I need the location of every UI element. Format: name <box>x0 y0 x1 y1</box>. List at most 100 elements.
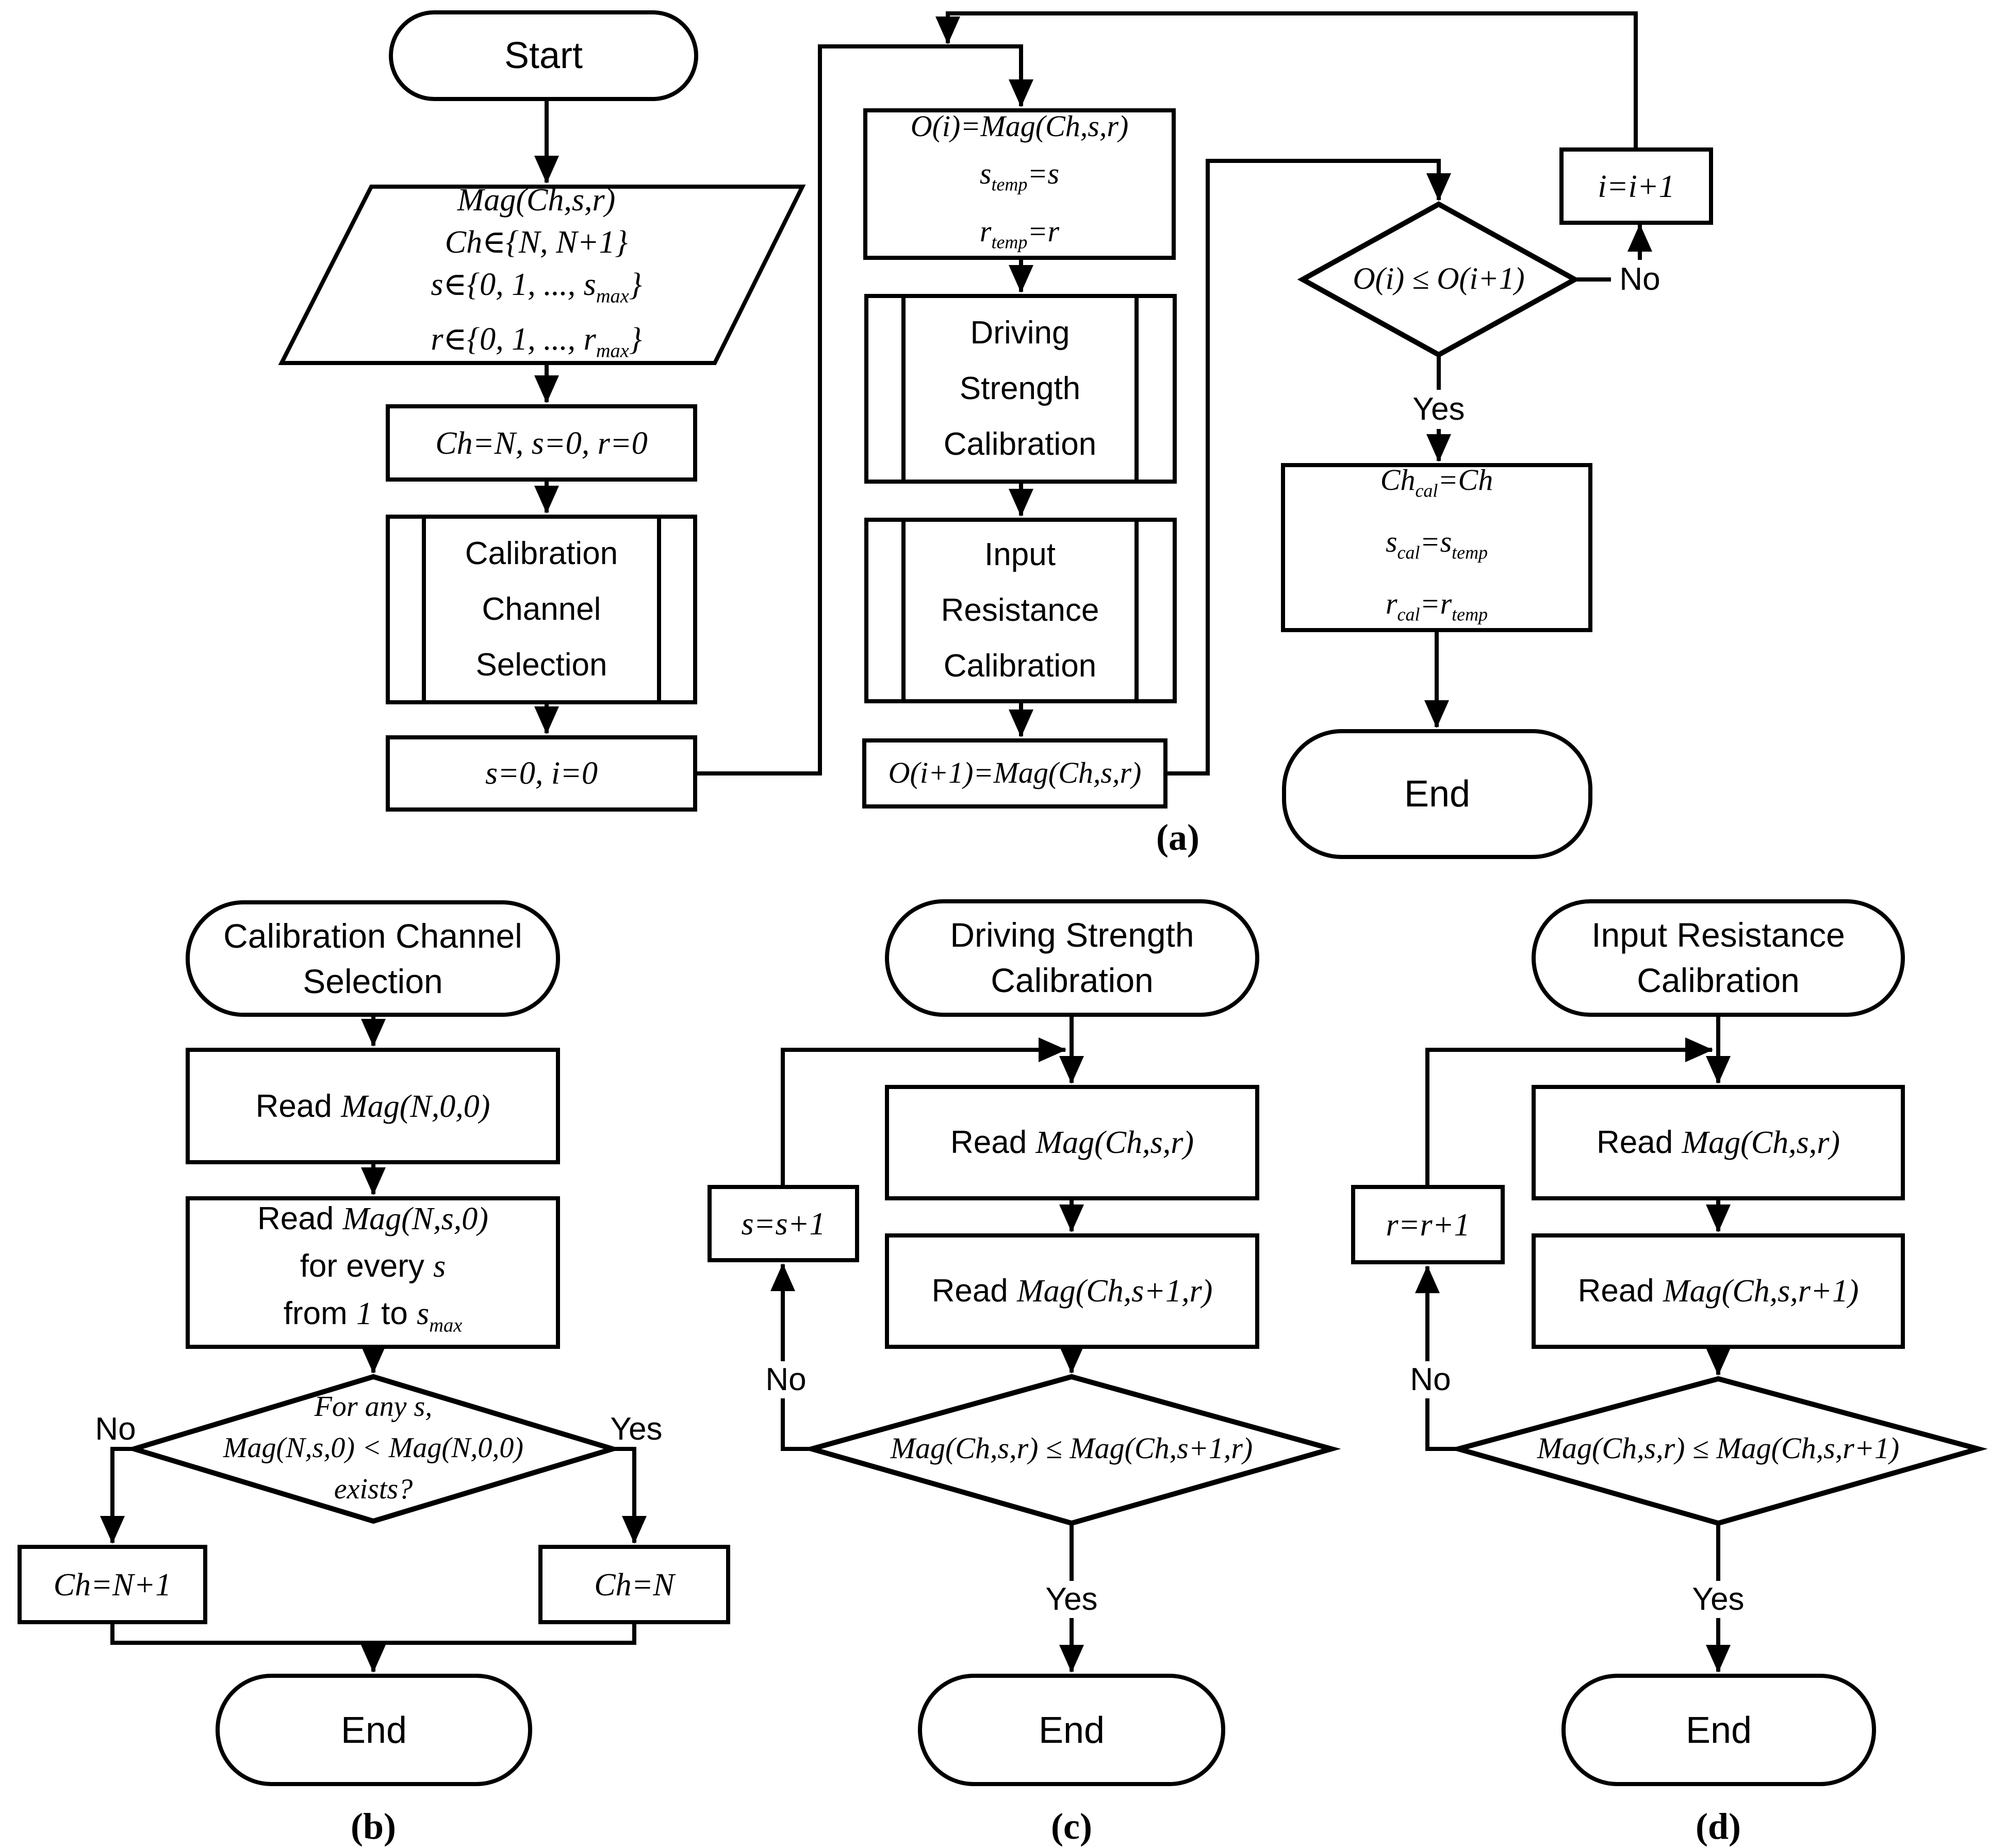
c-end-label: End <box>1038 1708 1105 1751</box>
a-input-line4-sub: max <box>596 340 629 362</box>
c-read2-verb: Read <box>931 1273 1017 1309</box>
d-read2-expr: Mag(Ch,s,r+1) <box>1663 1273 1859 1309</box>
b-flow-no-chn1 <box>100 1447 134 1544</box>
a-end-label: End <box>1404 772 1471 815</box>
c-read1-expr: Mag(Ch,s,r) <box>1035 1124 1194 1160</box>
b-decision-line2: Mag(N,s,0) < Mag(N,0,0) <box>223 1432 524 1464</box>
b-flow-yes-chn <box>613 1447 647 1544</box>
b-read2-label: Read Mag(N,s,0) for every s from 1 to sm… <box>188 1198 558 1347</box>
c-read2-expr: Mag(Ch,s+1,r) <box>1017 1273 1213 1309</box>
a-record-line3-sub: temp <box>991 231 1028 252</box>
b-decision-label: For any s, Mag(N,s,0) < Mag(N,0,0) exist… <box>155 1387 592 1511</box>
d-read2-label: Read Mag(Ch,s,r+1) <box>1534 1235 1903 1347</box>
c-title-label: Driving Strength Calibration <box>887 901 1257 1015</box>
a-assign-line3-var: r <box>1385 587 1397 621</box>
b-read1-label: Read Mag(N,0,0) <box>188 1050 558 1162</box>
a-dsc-subroutine <box>864 294 1177 484</box>
b-read2-line3: from 1 to smax <box>188 1290 558 1350</box>
a-assign-line2-var: s <box>1385 526 1397 559</box>
a-input-line4: r∈{0, 1, ..., rmax} <box>309 318 763 372</box>
c-increment-label: s=s+1 <box>741 1205 826 1241</box>
a-assign-line3-sub: cal <box>1397 604 1420 625</box>
b-read1-verb: Read <box>255 1087 341 1124</box>
c-flow-no-increment <box>770 1263 812 1451</box>
a-decision-label: O(i) ≤ O(i+1) <box>1353 262 1525 296</box>
a-start-terminator <box>389 10 698 101</box>
d-end-label: End <box>1685 1708 1752 1751</box>
d-title-label: Input Resistance Calibration <box>1534 901 1903 1015</box>
c-read2-line: Read Mag(Ch,s+1,r) <box>887 1273 1257 1310</box>
a-panel-label: (a) <box>1156 817 1199 858</box>
a-irc-label: Input Resistance Calibration <box>903 520 1137 701</box>
c-decision-label: Mag(Ch,s,r) ≤ Mag(Ch,s+1,r) <box>890 1432 1253 1465</box>
a-assign-line2-sub2: temp <box>1452 542 1488 563</box>
a-ccs-label: Calibration Channel Selection <box>424 517 659 702</box>
d-title-line2: Calibration <box>1637 961 1800 999</box>
a-ccs-line3: Selection <box>475 647 607 683</box>
a-assign-line1-var: Ch <box>1380 464 1416 498</box>
a-increment-process <box>1559 147 1713 225</box>
a-assign-line3-sub2: temp <box>1452 604 1488 625</box>
a-record-line1: O(i)=Mag(Ch,s,r) <box>910 110 1129 143</box>
a-record-line2: stemp=s <box>865 150 1174 208</box>
d-read2-verb: Read <box>1577 1273 1664 1309</box>
a-input-line3-sub: max <box>596 286 629 307</box>
a-init2-label: s=0, i=0 <box>485 755 598 791</box>
d-end-terminator <box>1561 1674 1876 1786</box>
a-irc-line1: Input <box>984 536 1056 572</box>
a-input-line3: s∈{0, 1, ..., smax} <box>309 263 763 318</box>
b-read2-line3-one: 1 <box>356 1295 372 1331</box>
a-assign-line1-sub: cal <box>1415 481 1438 502</box>
a-flow-loopback <box>935 11 1638 150</box>
a-irc-subroutine <box>864 518 1177 703</box>
d-no-label: No <box>1402 1361 1459 1398</box>
d-flow-no-increment <box>1415 1265 1458 1451</box>
a-assign-line1: Chcal=Ch <box>1283 455 1590 517</box>
b-title-label: Calibration Channel Selection <box>188 902 558 1015</box>
c-increment-process <box>708 1185 859 1262</box>
c-title-line1: Driving Strength <box>950 916 1194 954</box>
a-assign-line2: scal=stemp <box>1283 517 1590 579</box>
d-read1-line: Read Mag(Ch,s,r) <box>1534 1124 1903 1161</box>
a-start-label: Start <box>504 34 583 76</box>
c-read1-process <box>885 1085 1259 1200</box>
b-read1-process <box>186 1048 560 1164</box>
b-flow-merge <box>110 1622 636 1645</box>
b-read2-line2: for every s <box>188 1243 558 1290</box>
c-title-line2: Calibration <box>991 961 1154 999</box>
b-read1-expr: Mag(N,0,0) <box>341 1087 490 1124</box>
c-read1-label: Read Mag(Ch,s,r) <box>887 1087 1257 1198</box>
b-read1-line: Read Mag(N,0,0) <box>188 1087 558 1125</box>
d-decision-label: Mag(Ch,s,r) ≤ Mag(Ch,s,r+1) <box>1537 1432 1900 1465</box>
b-yes-label: Yes <box>610 1411 663 1447</box>
c-read1-verb: Read <box>950 1124 1036 1160</box>
a-flow-init2-record <box>695 44 1033 776</box>
d-read1-expr: Mag(Ch,s,r) <box>1682 1124 1840 1160</box>
c-read2-label: Read Mag(Ch,s+1,r) <box>887 1235 1257 1347</box>
d-read2-line: Read Mag(Ch,s,r+1) <box>1534 1273 1903 1310</box>
a-yes-label: Yes <box>1405 390 1473 429</box>
d-flow-feedback <box>1425 1037 1713 1187</box>
b-end-terminator <box>216 1674 532 1786</box>
a-record-line3-var: r <box>979 215 992 248</box>
a-record2-label: O(i+1)=Mag(Ch,s,r) <box>888 756 1142 789</box>
a-assign-process <box>1281 463 1592 632</box>
a-record-line2-eq: =s <box>1027 157 1060 191</box>
b-title-line2: Selection <box>303 962 443 1000</box>
c-read2-process <box>885 1233 1259 1349</box>
b-decision-line3: exists? <box>334 1474 413 1506</box>
c-flow-feedback <box>781 1037 1066 1187</box>
b-read2-line3-sub: max <box>429 1315 463 1337</box>
d-read1-process <box>1532 1085 1905 1200</box>
a-ccs-line1: Calibration <box>465 535 618 571</box>
c-read1-line: Read Mag(Ch,s,r) <box>887 1124 1257 1161</box>
d-read1-label: Read Mag(Ch,s,r) <box>1534 1087 1903 1198</box>
c-no-label: No <box>757 1361 815 1398</box>
a-input-line3-close: } <box>629 266 642 302</box>
a-input-line4-close: } <box>629 321 642 357</box>
a-input-line2: Ch∈{N, N+1} <box>445 223 628 260</box>
b-read2-line3-var: s <box>417 1295 430 1331</box>
a-ccs-subroutine <box>386 515 697 704</box>
c-panel-label: (c) <box>1051 1806 1092 1847</box>
a-dsc-line3: Calibration <box>943 426 1097 462</box>
